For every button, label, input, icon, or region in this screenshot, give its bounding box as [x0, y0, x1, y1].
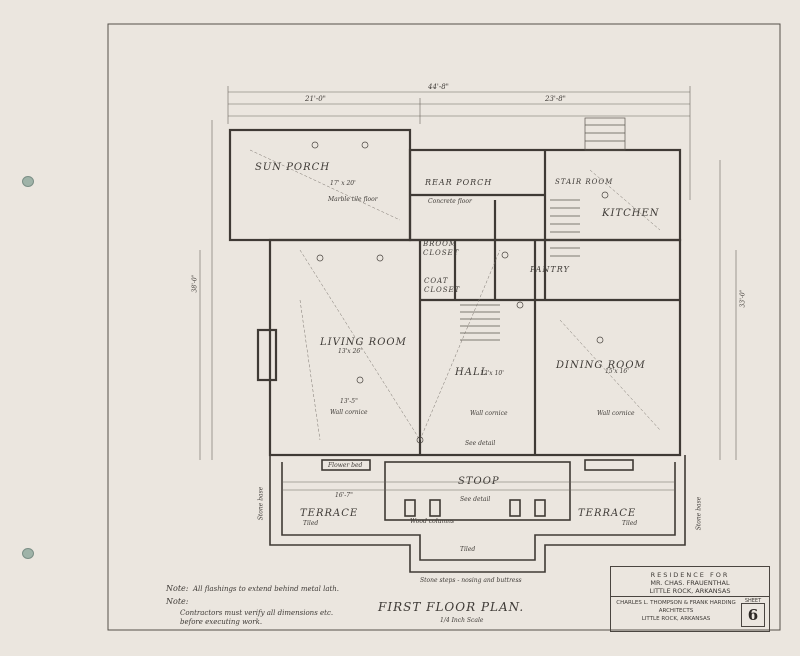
concrete-floor-note: Concrete floor — [428, 198, 472, 205]
room-label-broom-closet: BROOM CLOSET — [423, 240, 460, 257]
binder-hole — [22, 176, 34, 187]
title-block-line-2: MR. CHAS. FRAUENTHAL — [650, 579, 730, 587]
title-block: RESIDENCE FOR MR. CHAS. FRAUENTHAL LITTL… — [610, 566, 770, 632]
wood-columns-note: Wood columns — [410, 518, 455, 525]
drawing-title: FIRST FLOOR PLAN. — [378, 600, 525, 614]
note-label-2: Note: — [166, 597, 189, 606]
room-label-dining-room: DINING ROOM — [556, 360, 646, 371]
room-label-living-room: LIVING ROOM — [320, 337, 407, 348]
room-label-stair-room: STAIR ROOM — [555, 178, 614, 186]
tiled-right-note: Tiled — [622, 520, 638, 527]
note-text-1: All flashings to extend behind metal lat… — [193, 585, 340, 593]
room-label-hall: HALL — [455, 367, 489, 378]
see-detail-note-2: See detail — [460, 496, 491, 503]
room-label-stoop: STOOP — [458, 476, 500, 487]
room-label-pantry: PANTRY — [530, 265, 570, 274]
left-vertical-dimension: 38'-0" — [191, 274, 199, 293]
living-room-size: 13'x 26' — [338, 348, 362, 355]
flower-bed-note: Flower bed — [328, 462, 363, 469]
title-block-line-5: ARCHITECTS — [658, 608, 694, 614]
dining-room-size: 15'x 16' — [605, 368, 629, 375]
drawing-scale: 1/4 Inch Scale — [440, 617, 484, 624]
hall-size: 12'x 10' — [480, 370, 504, 377]
room-label-coat-closet: COAT CLOSET — [424, 277, 461, 294]
stone-steps-note: Stone steps - nosing and buttress — [420, 577, 522, 584]
title-block-line-6: LITTLE ROCK, ARKANSAS — [641, 616, 711, 622]
stone-base-right-note: Stone base — [695, 496, 703, 531]
room-label-sun-porch: SUN PORCH — [255, 162, 331, 173]
stoop-width: 16'-7" — [335, 492, 353, 499]
title-block-line-1: RESIDENCE FOR — [650, 571, 730, 579]
room-label-terrace-right: TERRACE — [578, 508, 637, 519]
stone-base-left-note: Stone base — [257, 486, 265, 521]
wall-cornice-note-2: Wall cornice — [470, 410, 508, 417]
room-label-rear-porch: REAR PORCH — [425, 178, 493, 187]
sun-porch-size: 17' x 20' — [330, 180, 356, 187]
marble-tile-floor-note: Marble tile floor — [328, 196, 378, 203]
wall-cornice-note-1: Wall cornice — [330, 409, 368, 416]
title-block-line-3: LITTLE ROCK, ARKANSAS — [649, 587, 731, 595]
see-detail-note-1: See detail — [465, 440, 496, 447]
room-label-kitchen: KITCHEN — [602, 208, 660, 219]
tiled-center-note: Tiled — [460, 546, 476, 553]
binder-hole — [22, 548, 34, 559]
title-block-divider — [611, 596, 769, 597]
tiled-left-note: Tiled — [303, 520, 319, 527]
right-top-dimension: 23'-8" — [545, 95, 566, 103]
overall-dimension: 44'-8" — [428, 83, 449, 91]
left-top-dimension: 21'-0" — [305, 95, 326, 103]
right-vertical-dimension: 33'-0" — [739, 289, 747, 308]
sheet-number: 6 — [741, 603, 765, 627]
sheet-label: SHEET — [744, 598, 762, 604]
note-label-1: Note: — [166, 584, 189, 593]
living-room-size-2: 13'-5" — [340, 398, 358, 405]
room-label-terrace-left: TERRACE — [300, 508, 359, 519]
note-text-2: Contractors must verify all dimensions e… — [180, 609, 334, 626]
title-block-line-4: CHARLES L. THOMPSON & FRANK HARDING — [616, 600, 736, 606]
wall-cornice-note-3: Wall cornice — [597, 410, 635, 417]
